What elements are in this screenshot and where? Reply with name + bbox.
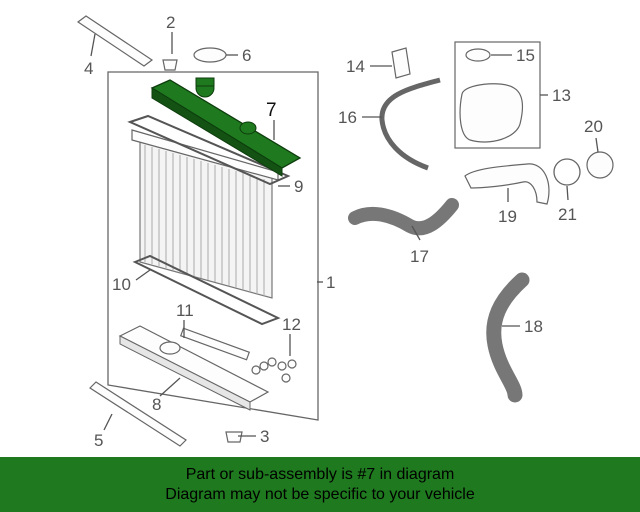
- callout-6: 6: [242, 46, 251, 65]
- callout-11: 11: [176, 301, 194, 320]
- callout-16: 16: [338, 108, 357, 127]
- radiator-cap: [193, 47, 227, 63]
- overflow-hose: [379, 77, 441, 171]
- upper-tank-highlighted: [150, 77, 302, 177]
- leader-lines: [90, 32, 599, 437]
- lower-support-bar: [89, 381, 187, 447]
- radiator-assembly-frame: [107, 71, 319, 421]
- callout-14: 14: [346, 57, 365, 76]
- callout-1: 1: [326, 273, 335, 292]
- callout-9: 9: [294, 177, 303, 196]
- reservoir-bracket: [391, 47, 411, 79]
- upper-support-bar: [76, 15, 154, 67]
- callout-21: 21: [558, 205, 577, 224]
- lower-tank: [118, 325, 270, 411]
- callout-7: 7: [266, 100, 277, 121]
- callout-2: 2: [166, 13, 175, 32]
- radiator-hose-lower: [486, 272, 530, 403]
- callout-10: 10: [112, 275, 131, 294]
- lower-cushion: [225, 431, 243, 443]
- banner-line-2: Diagram may not be specific to your vehi…: [165, 485, 475, 503]
- callout-17: 17: [410, 247, 429, 266]
- parts-diagram: 1 2 3 4 5 6 7 8 9 10 11 12 13 14 15 16 1…: [76, 13, 614, 450]
- lower-gasket: [132, 254, 281, 326]
- thermostat: [586, 151, 614, 179]
- callout-15: 15: [516, 46, 535, 65]
- drain-cock-parts: [179, 327, 297, 383]
- callout-19: 19: [498, 207, 517, 226]
- upper-cushion: [162, 59, 178, 71]
- callout-8: 8: [152, 395, 161, 414]
- water-inlet: [464, 163, 550, 205]
- callout-13: 13: [552, 86, 571, 105]
- radiator-hose-upper: [348, 198, 459, 236]
- part-notice-banner: Part or sub-assembly is #7 in diagram Di…: [0, 457, 640, 512]
- callout-5: 5: [94, 431, 103, 450]
- callout-12: 12: [282, 315, 301, 334]
- callout-20: 20: [584, 117, 603, 136]
- callout-4: 4: [84, 59, 93, 78]
- reservoir-cap: [465, 48, 491, 62]
- thermostat-gasket: [553, 158, 581, 186]
- upper-gasket: [127, 114, 291, 186]
- reservoir-tank: [459, 83, 524, 143]
- callout-3: 3: [260, 427, 269, 446]
- callout-18: 18: [524, 317, 543, 336]
- banner-line-1: Part or sub-assembly is #7 in diagram: [185, 465, 455, 483]
